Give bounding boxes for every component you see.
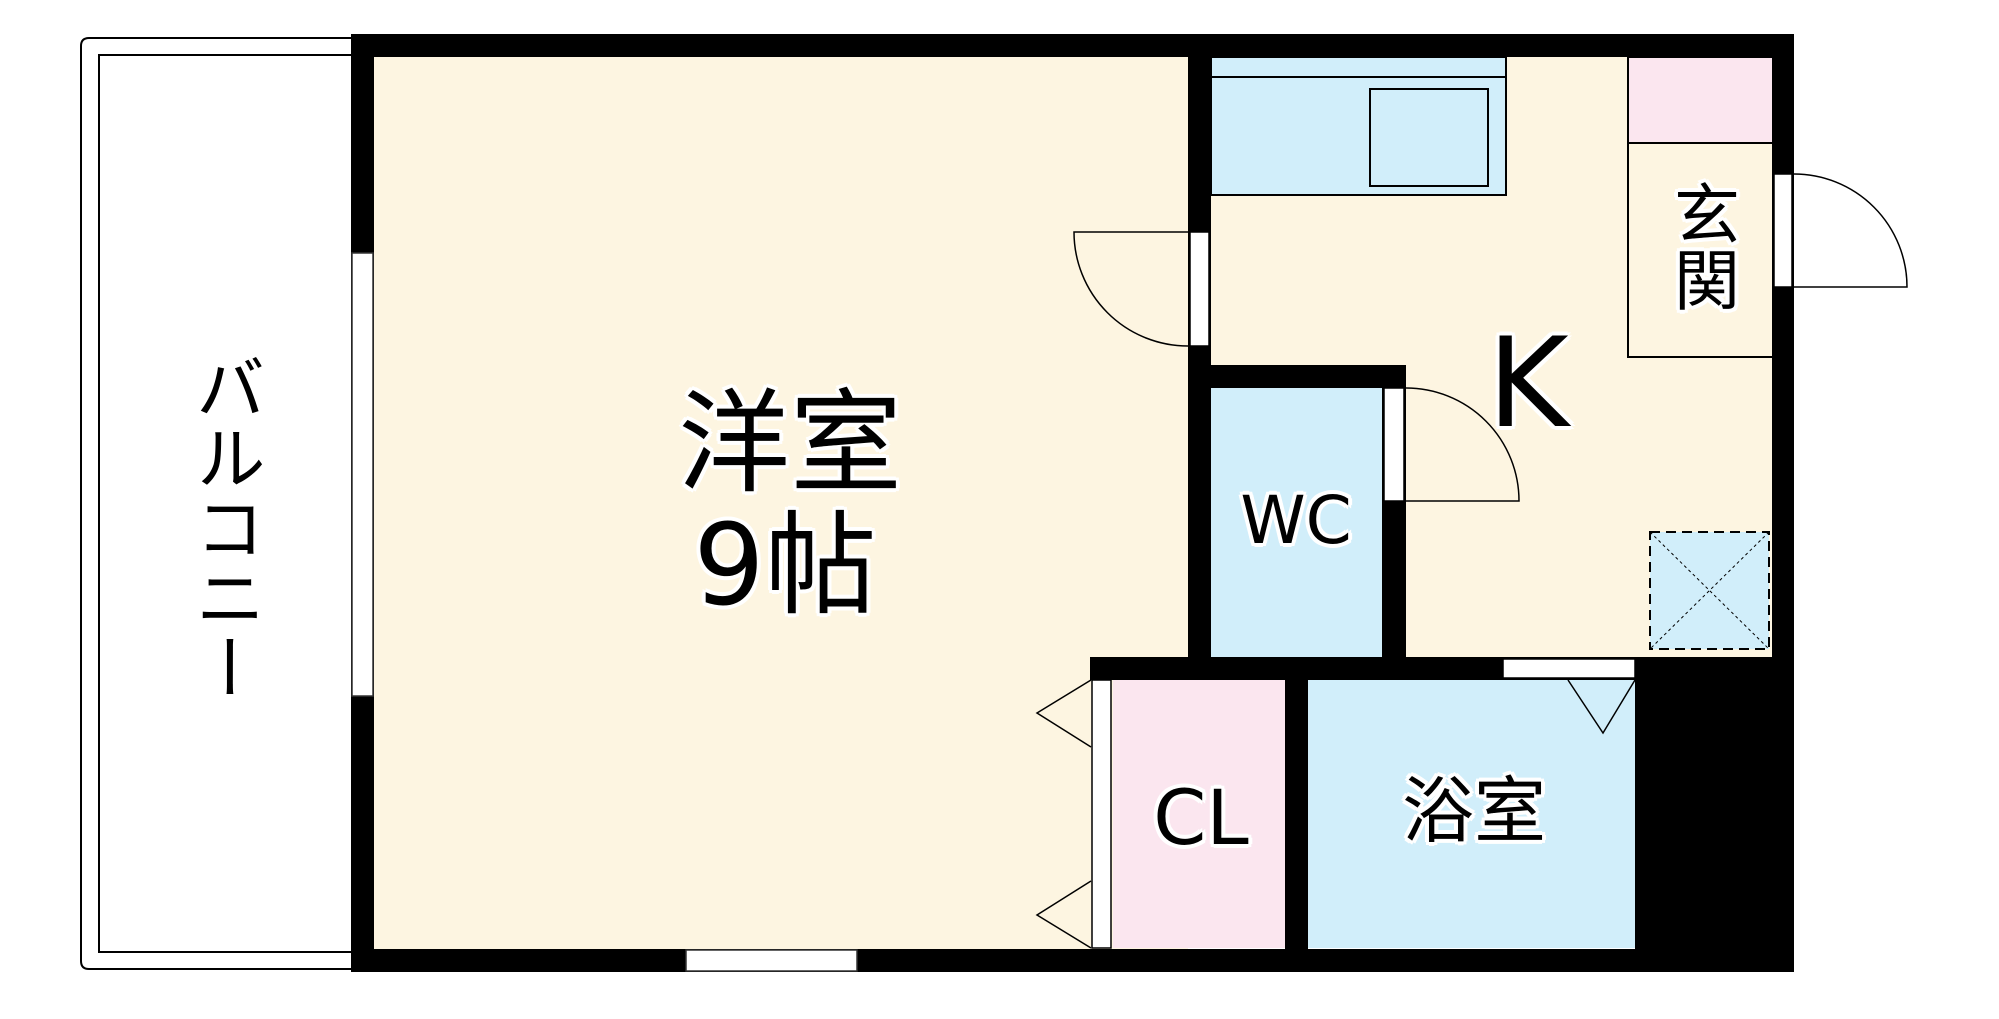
closet-label: CL (1153, 773, 1249, 862)
western-room-label: 洋室 (678, 379, 902, 509)
balcony-window (351, 252, 374, 697)
room-door[interactable] (1073, 231, 1210, 347)
balcony (80, 37, 351, 970)
sink (1369, 88, 1489, 187)
washing-machine-space (1649, 531, 1770, 650)
western-room-size: 9帖 (693, 501, 877, 631)
bottom-window (685, 949, 858, 972)
toilet-door[interactable] (1383, 387, 1520, 502)
entrance-area (1627, 142, 1774, 358)
kitchen-label: K (1487, 312, 1569, 456)
shoe-cabinet (1627, 56, 1774, 144)
closet-folding-door[interactable] (1035, 679, 1112, 949)
toilet-floor (1211, 388, 1382, 657)
kitchen-counter (1210, 56, 1507, 196)
bathroom-floor (1308, 680, 1635, 948)
entrance-label: 玄関 (1663, 180, 1740, 312)
western-room-floor (374, 57, 1188, 949)
balcony-label: バルコニー (184, 352, 266, 702)
bathroom-folding-door[interactable] (1502, 658, 1636, 735)
toilet-label: WC (1240, 482, 1352, 559)
entrance-door[interactable] (1773, 173, 1908, 288)
closet-floor (1113, 680, 1285, 948)
bathroom-label: 浴室 (1401, 769, 1546, 853)
